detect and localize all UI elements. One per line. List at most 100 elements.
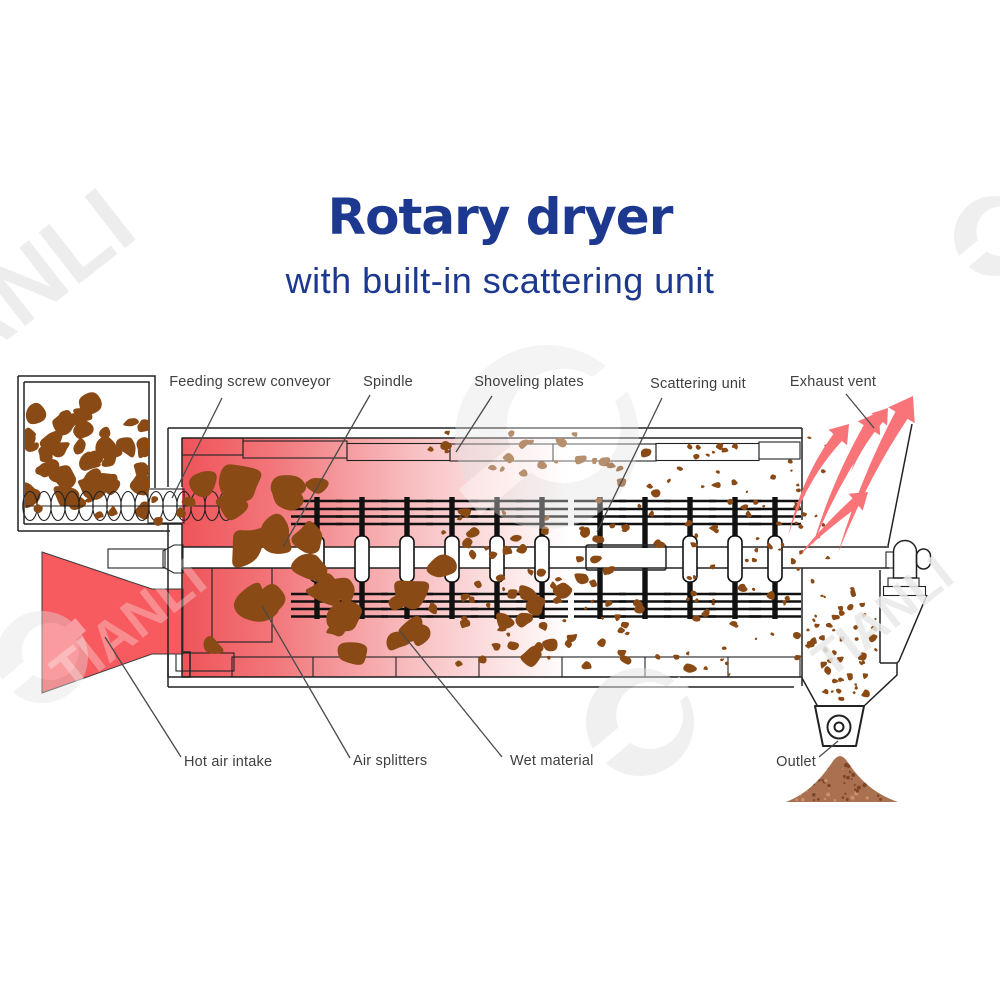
watermark-logo-icon: [455, 345, 639, 529]
pile-speckle: [807, 770, 812, 775]
material-blob: [488, 464, 497, 471]
material-blob: [609, 523, 616, 529]
material-blob: [694, 598, 699, 603]
material-blob: [711, 598, 716, 602]
label-outlet: Outlet: [776, 754, 816, 770]
material-blob: [562, 619, 567, 623]
material-blob: [854, 685, 858, 690]
pile-speckle: [877, 783, 882, 788]
material-blob: [233, 582, 280, 622]
material-blob: [799, 550, 804, 555]
material-blob: [666, 478, 671, 483]
material-blob: [850, 587, 855, 592]
material-blob: [507, 641, 520, 651]
labels: Feeding screw conveyor Spindle Shoveling…: [169, 374, 876, 770]
pile-speckle: [833, 798, 837, 802]
leader-scattering-unit: [596, 397, 663, 533]
material-blob: [854, 637, 859, 641]
material-blob: [181, 496, 196, 507]
material-blob: [101, 445, 118, 458]
pile-speckle: [894, 773, 898, 776]
material-blob: [685, 651, 690, 656]
material-blob: [838, 610, 845, 616]
material-blob: [837, 606, 844, 612]
material-blob: [731, 443, 738, 450]
material-blob: [676, 466, 684, 471]
material-blob: [444, 430, 450, 436]
material-blob: [619, 655, 632, 665]
material-blob: [617, 649, 627, 657]
material-blob: [790, 557, 796, 565]
material-blob: [305, 477, 329, 494]
material-blob: [485, 602, 491, 608]
material-blob: [468, 549, 477, 560]
material-blob: [790, 469, 793, 472]
material-blob: [602, 567, 613, 576]
hopper-walls: [17, 375, 182, 532]
material-blob: [751, 557, 758, 563]
material-blob: [823, 595, 826, 599]
material-blob: [648, 510, 654, 517]
material-blob: [837, 677, 845, 682]
material-blob: [705, 453, 710, 457]
material-blob: [571, 432, 578, 437]
label-air-splitters: Air splitters: [353, 753, 427, 769]
exhaust-arrows: [788, 396, 915, 556]
material-blob: [428, 602, 438, 615]
material-blob: [564, 639, 572, 649]
material-blob: [129, 473, 149, 496]
material-blob: [527, 568, 534, 576]
material-blob: [859, 660, 864, 666]
material-blob: [575, 556, 584, 563]
pile-speckle: [841, 796, 845, 799]
shoveling-paddle: [399, 535, 415, 583]
material-blob: [518, 469, 528, 477]
material-blob: [462, 537, 473, 549]
pile-speckle: [786, 783, 788, 786]
material-blob: [632, 599, 643, 608]
material-blob: [459, 619, 471, 629]
material-blob: [133, 462, 149, 477]
material-blob: [394, 580, 430, 610]
material-blob: [507, 589, 518, 599]
material-blob: [497, 624, 507, 632]
material-blob: [775, 521, 783, 526]
material-blob: [151, 496, 159, 504]
material-particles: [33, 430, 878, 701]
material-blob: [695, 444, 701, 450]
pile-speckle: [827, 767, 829, 769]
watermark-text: TIANLI: [0, 169, 154, 441]
material-blob: [634, 604, 645, 614]
material-blob: [852, 691, 856, 695]
pile-speckle: [792, 770, 796, 774]
material-blob: [538, 622, 548, 631]
material-blob: [655, 541, 666, 549]
material-blob: [795, 483, 800, 487]
pile-speckle: [884, 762, 888, 766]
bearing-knob: [915, 548, 932, 570]
material-blob: [137, 442, 149, 459]
material-blob: [819, 594, 824, 598]
material-blob: [685, 597, 691, 602]
material-blob: [796, 567, 801, 571]
pile-speckle: [808, 770, 811, 773]
material-blob: [870, 625, 878, 632]
material-blob: [754, 548, 759, 553]
exhaust-arrow-icon: [851, 408, 888, 472]
pile-speckle: [843, 782, 846, 785]
material-blob: [495, 574, 506, 582]
material-blob: [831, 614, 840, 621]
material-blob: [501, 509, 507, 516]
pile-speckle: [872, 762, 876, 766]
pile-speckle: [822, 766, 825, 769]
pile-speckle: [843, 777, 846, 779]
material-blob: [700, 485, 705, 489]
watermark-logo-icon: [954, 196, 1000, 276]
material-blob: [102, 479, 121, 496]
shoveling-paddle: [354, 535, 370, 583]
material-blob: [810, 578, 815, 584]
material-blob: [219, 489, 249, 521]
pile-speckle: [820, 764, 825, 769]
